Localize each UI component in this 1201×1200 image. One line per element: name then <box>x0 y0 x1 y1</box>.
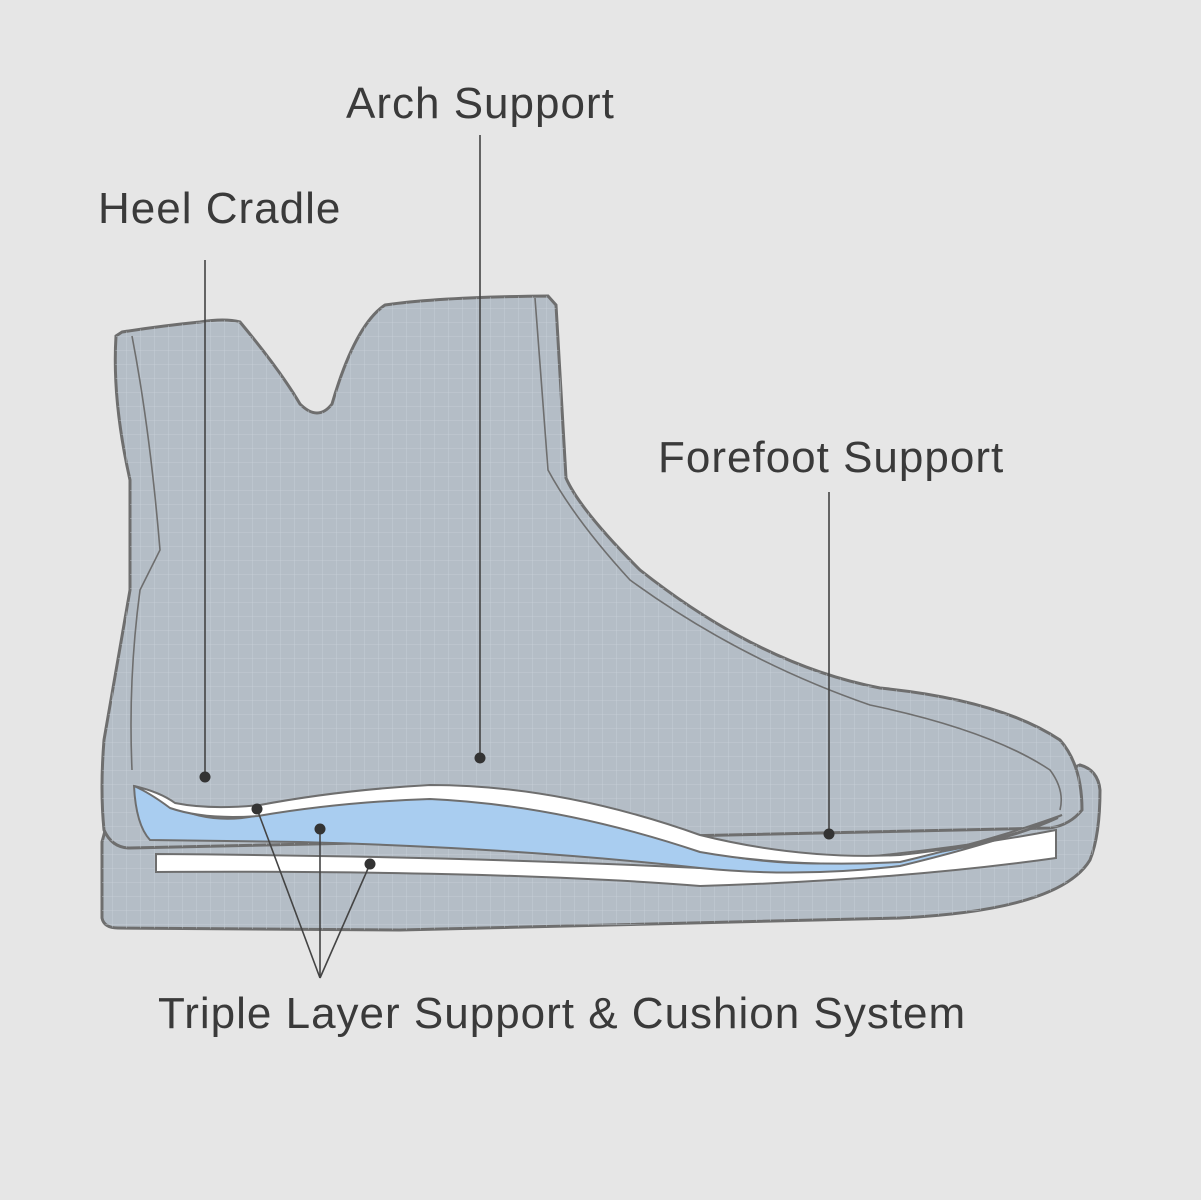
heel-cradle-dot <box>199 771 211 783</box>
upper-grid-texture <box>102 296 1082 848</box>
forefoot-support-label: Forefoot Support <box>658 433 1005 482</box>
layer-dot-middle <box>314 823 326 835</box>
forefoot-support-dot <box>823 828 835 840</box>
heel-cradle-label: Heel Cradle <box>98 184 342 233</box>
layer-dot-top <box>251 803 263 815</box>
triple-layer-system-label: Triple Layer Support & Cushion System <box>158 989 967 1038</box>
top-insole-layer <box>133 783 1063 865</box>
layer-leader-top <box>256 808 321 979</box>
layer-dot-bottom <box>364 858 376 870</box>
heel-seam-line <box>130 335 161 771</box>
arch-support-label: Arch Support <box>346 79 615 128</box>
front-seam-line <box>534 297 1063 811</box>
layer-leader-bottom <box>319 863 371 979</box>
arch-support-dot <box>474 752 486 764</box>
